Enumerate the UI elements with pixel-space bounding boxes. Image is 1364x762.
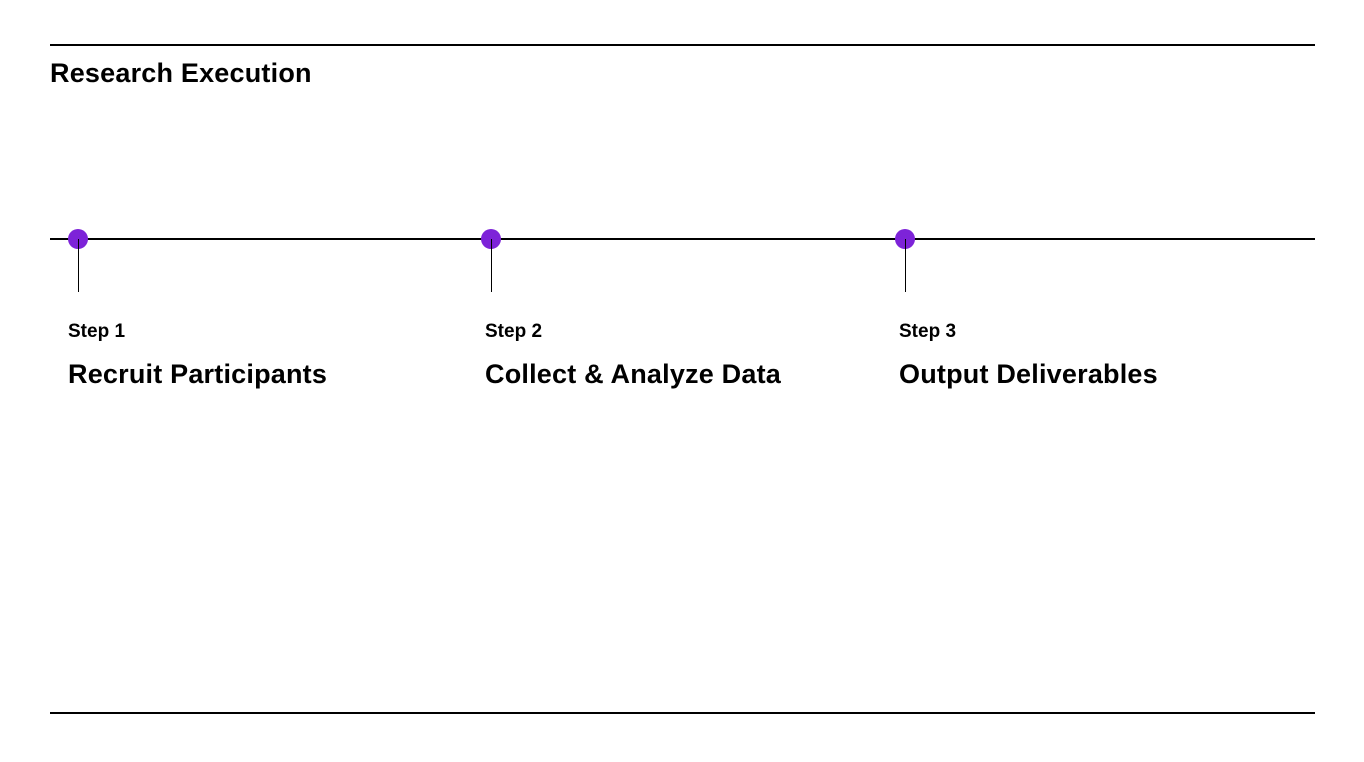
top-divider [50,44,1315,46]
step-title: Recruit Participants [68,359,328,389]
bottom-divider [50,712,1315,714]
step-label: Step 2 [485,321,543,342]
timeline-axis [50,238,1315,240]
timeline-tick [490,239,492,292]
step-title: Collect & Analyze Data [485,359,781,389]
timeline-tick [77,239,79,292]
timeline-tick [904,239,906,292]
step-title: Output Deliverables [899,359,1158,389]
page-title: Research Execution [50,58,312,88]
step-label: Step 3 [899,321,957,342]
step-label: Step 1 [68,321,126,342]
